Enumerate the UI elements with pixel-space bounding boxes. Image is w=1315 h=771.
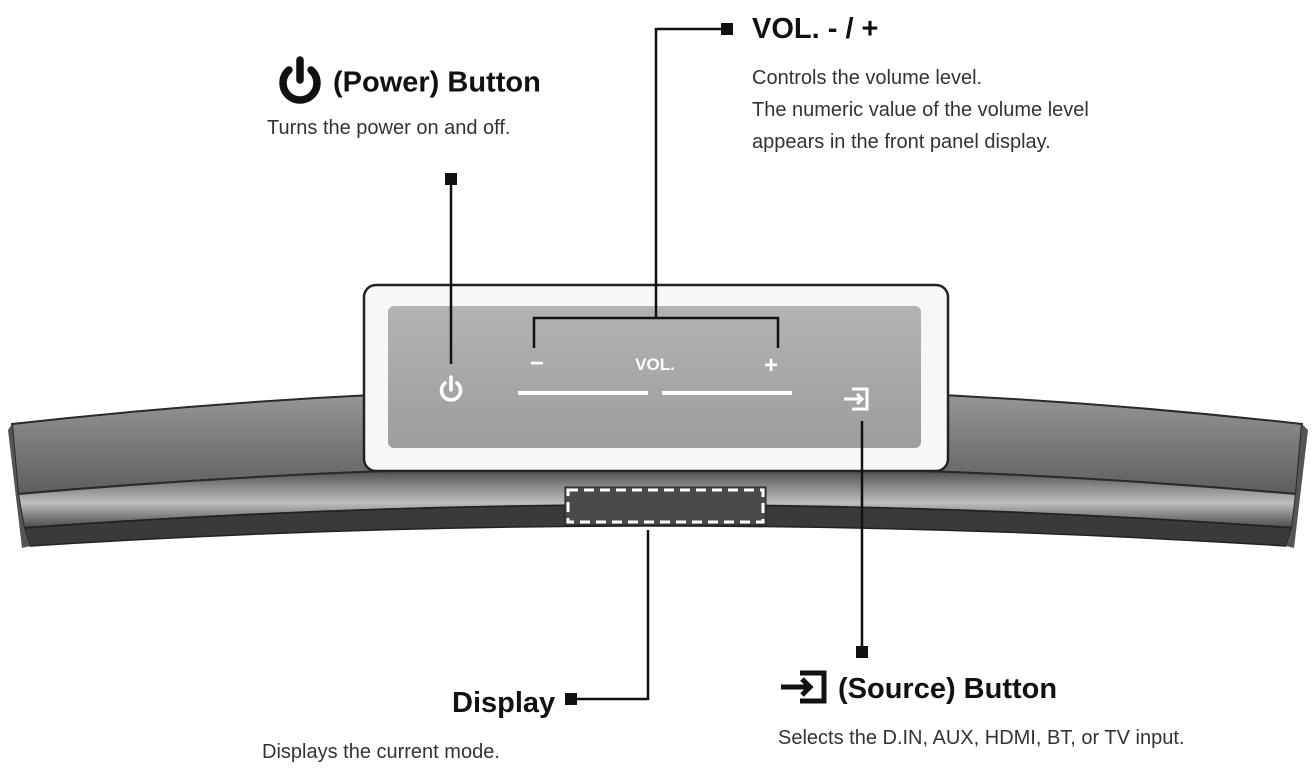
power-callout: (Power) Button Turns the power on and of… [267, 56, 541, 144]
volume-callout-description: Controls the volume level. The numeric v… [752, 62, 1089, 158]
power-icon [279, 56, 321, 104]
source-button[interactable] [844, 387, 869, 411]
source-input-icon [781, 670, 827, 704]
volume-minus-label: − [530, 350, 544, 377]
control-panel-face [388, 306, 921, 448]
power-callout-title-row: (Power) Button [275, 56, 541, 104]
power-callout-title: (Power) Button [333, 66, 541, 99]
display-window-highlight [566, 488, 765, 524]
volume-callout: VOL. - / + Controls the volume level. Th… [752, 12, 1089, 158]
power-button[interactable] [439, 375, 463, 402]
soundbar-right-end [1286, 424, 1308, 548]
display-callout-description: Displays the current mode. [262, 741, 500, 763]
leader-markers [445, 23, 868, 705]
volume-leader-line [532, 27, 780, 348]
power-icon [439, 375, 463, 402]
source-callout-description: Selects the D.IN, AUX, HDMI, BT, or TV i… [778, 727, 1185, 749]
volume-label: VOL. [635, 355, 675, 374]
display-leader-line [572, 530, 650, 701]
soundbar-left-end [8, 424, 30, 548]
volume-controls: − VOL. + [518, 350, 792, 395]
source-callout-title: (Source) Button [838, 673, 1058, 705]
power-callout-description: Turns the power on and off. [267, 117, 511, 139]
volume-description-line-3: appears in the front panel display. [752, 131, 1051, 153]
volume-plus-label: + [764, 352, 778, 379]
volume-description-line-1: Controls the volume level. [752, 67, 983, 89]
source-callout: (Source) Button Selects the D.IN, AUX, H… [778, 670, 1185, 754]
volume-leader-marker [721, 23, 733, 35]
display-callout-title: Display [452, 687, 556, 719]
power-leader-marker [445, 173, 457, 185]
volume-callout-title: VOL. - / + [752, 13, 879, 45]
source-input-icon [844, 387, 869, 411]
source-leader-marker [856, 646, 868, 658]
display-leader-marker [565, 693, 577, 705]
leader-lines [449, 27, 864, 701]
display-window [564, 486, 767, 526]
volume-description-line-2: The numeric value of the volume level [752, 99, 1089, 121]
source-callout-title-row: (Source) Button [778, 670, 1184, 706]
